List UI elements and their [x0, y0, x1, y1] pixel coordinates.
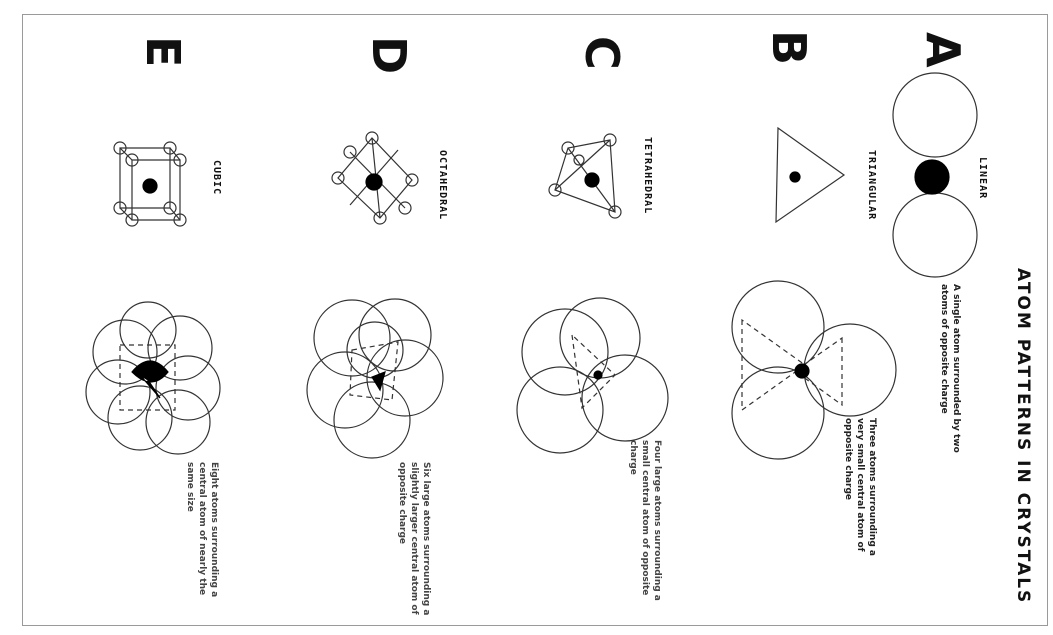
- atom-central: [789, 171, 801, 183]
- description-tetrahedral: Four large atoms surrounding a small cen…: [628, 440, 662, 601]
- octahedral-model: [331, 131, 419, 225]
- tetrahedral-model: [548, 133, 622, 219]
- description-triangular: Three atoms surrounding a very small cen…: [843, 418, 877, 556]
- row-letter-b: B: [762, 30, 816, 66]
- figure-frame: [22, 14, 1048, 626]
- label-octahedral: OCTAHEDRAL: [437, 150, 448, 221]
- octahedral-packing-model: [306, 298, 444, 459]
- tetrahedral-packing-model: [516, 297, 669, 454]
- atom-large: [892, 72, 978, 158]
- cubic-packing-model: [85, 301, 221, 455]
- atom-central: [584, 172, 600, 188]
- description-linear: A single atom surrounded by two atoms of…: [939, 284, 961, 453]
- figure-title: ATOM PATTERNS IN CRYSTALS: [1013, 268, 1033, 605]
- row-letter-c: C: [575, 36, 629, 70]
- linear-model: [892, 72, 978, 278]
- cubic-model: [113, 141, 187, 227]
- label-triangular: TRIANGULAR: [866, 150, 877, 221]
- label-linear: LINEAR: [977, 157, 988, 200]
- atom-central: [142, 178, 158, 194]
- triangular-packing-model: [731, 280, 897, 460]
- triangular-model: [775, 126, 846, 224]
- atom-central: [914, 159, 950, 195]
- description-cubic: Eight atoms surrounding a central atom o…: [185, 462, 219, 598]
- label-tetrahedral: TETRAHEDRAL: [642, 137, 653, 215]
- row-letter-e: E: [136, 36, 190, 68]
- row-letter-d: D: [362, 36, 416, 75]
- label-cubic: CUBIC: [211, 160, 222, 196]
- row-letter-a: A: [916, 32, 970, 68]
- atom-central: [365, 173, 383, 191]
- atom-large: [892, 192, 978, 278]
- description-octahedral: Six large atoms surrounding a slightly l…: [397, 462, 431, 616]
